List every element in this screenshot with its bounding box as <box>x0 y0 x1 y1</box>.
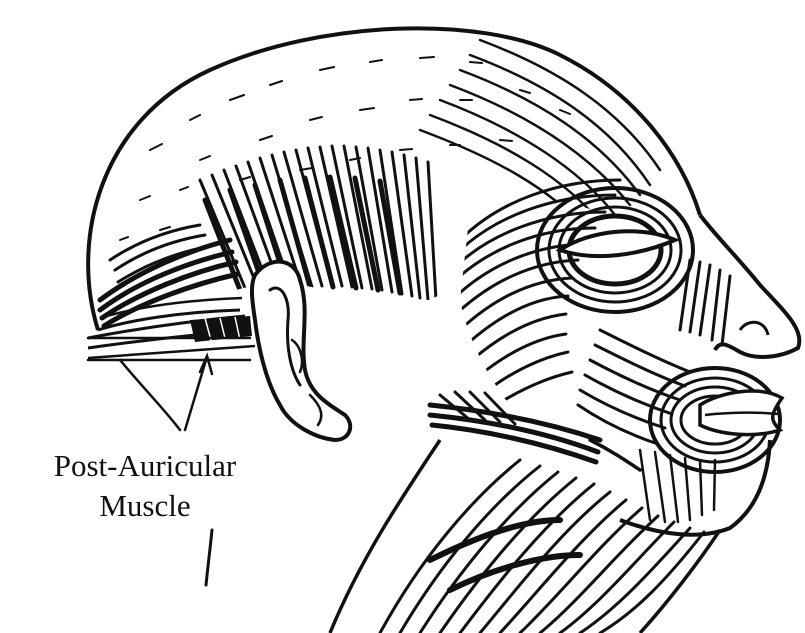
tick-mark <box>206 530 212 585</box>
ear <box>252 262 350 440</box>
label-line-2: Muscle <box>0 486 290 526</box>
jaw-muscle-band <box>430 392 640 470</box>
face <box>450 180 799 535</box>
orbicularis-oris <box>650 368 782 472</box>
orbicularis-oculi <box>537 188 693 312</box>
pointer-line <box>185 360 206 430</box>
eye-slit <box>560 231 675 256</box>
nose <box>700 215 799 357</box>
post-auricular-muscle-label: Post-Auricular Muscle <box>0 446 290 526</box>
neck <box>330 440 720 633</box>
label-line-1: Post-Auricular <box>0 446 290 486</box>
